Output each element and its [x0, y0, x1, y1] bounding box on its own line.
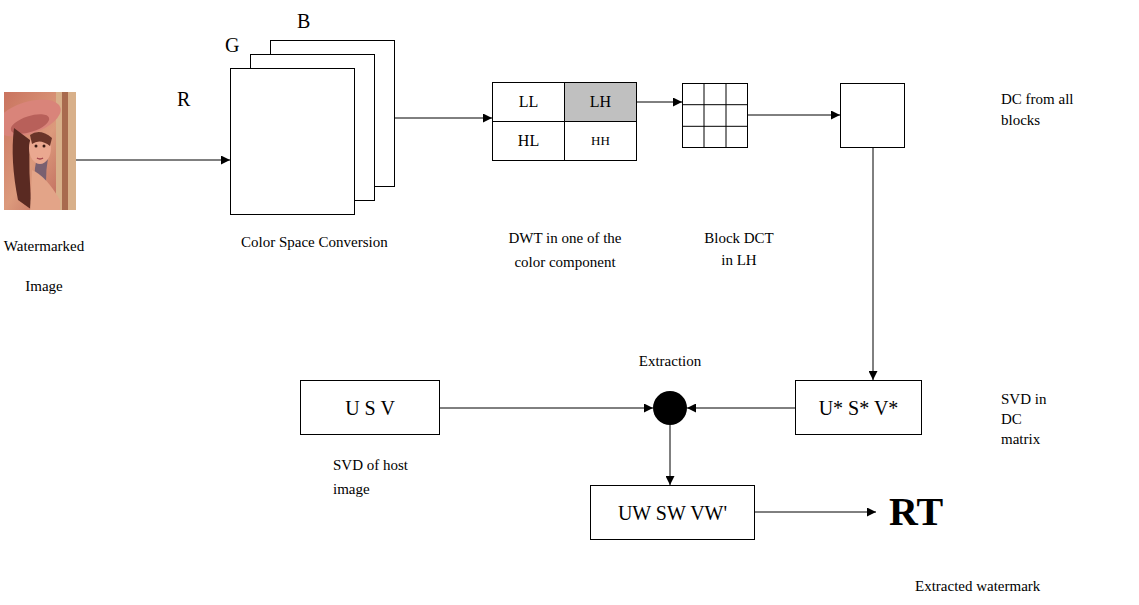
step-caption: Block DCT in LH — [703, 227, 775, 271]
flow-arrow — [395, 118, 492, 119]
watermark-result: RTExtracted watermark — [876, 484, 956, 540]
dct-block-grid — [682, 83, 748, 148]
channel-label: R — [177, 87, 201, 111]
image-frame: Watermarked Image — [4, 92, 76, 210]
subband-name: HH — [591, 133, 610, 149]
box-text: UW SW VW' — [618, 501, 727, 525]
step-caption: DWT in one of the color component — [500, 226, 630, 274]
dct-block-box: Block DCT in LH — [682, 83, 748, 148]
subband-name: LL — [519, 92, 539, 111]
subband-cell: LH — [564, 82, 637, 122]
process-box: U S VSVD of host image — [300, 380, 440, 435]
step-caption: Extracted watermark — [915, 577, 1085, 595]
step-caption: DC from all blocks — [1001, 89, 1091, 131]
box-text: U S V — [345, 396, 395, 420]
flow-arrow — [873, 148, 874, 380]
process-box: UW SW VW' — [590, 485, 755, 540]
subband-cell: HL — [492, 121, 565, 161]
step-caption: Extraction — [625, 352, 715, 370]
subband-cell: HH — [564, 121, 637, 161]
box-text: U* S* V* — [819, 396, 899, 420]
flow-arrow — [76, 160, 230, 161]
channel-label: G — [225, 33, 249, 57]
step-caption: Color Space Conversion — [241, 233, 421, 251]
process-box: U* S* V*SVD in DC matrix — [795, 380, 922, 435]
image-caption: Watermarked Image — [2, 226, 86, 306]
watermark-text: RT — [889, 488, 943, 536]
flow-arrow — [748, 115, 840, 116]
subband-name: HL — [518, 131, 539, 150]
flow-arrow — [440, 408, 653, 409]
flow-arrow — [670, 425, 671, 485]
dwt-grid: DWT in one of the color componentLLLHHLH… — [492, 82, 637, 161]
step-caption: SVD of host image — [333, 453, 433, 501]
lena-photo — [4, 92, 76, 210]
channel-box: RColor Space Conversion — [230, 68, 355, 215]
flow-arrow — [755, 512, 876, 513]
channel-label: B — [297, 9, 321, 33]
step-caption: SVD in DC matrix — [1001, 389, 1059, 449]
flow-arrow — [687, 408, 795, 409]
flow-arrow — [637, 102, 682, 103]
subband-name: LH — [590, 92, 611, 111]
subband-cell: LL — [492, 82, 565, 122]
extraction-dot: Extraction — [653, 391, 687, 425]
dc-matrix-box: DC from all blocks — [840, 83, 905, 148]
